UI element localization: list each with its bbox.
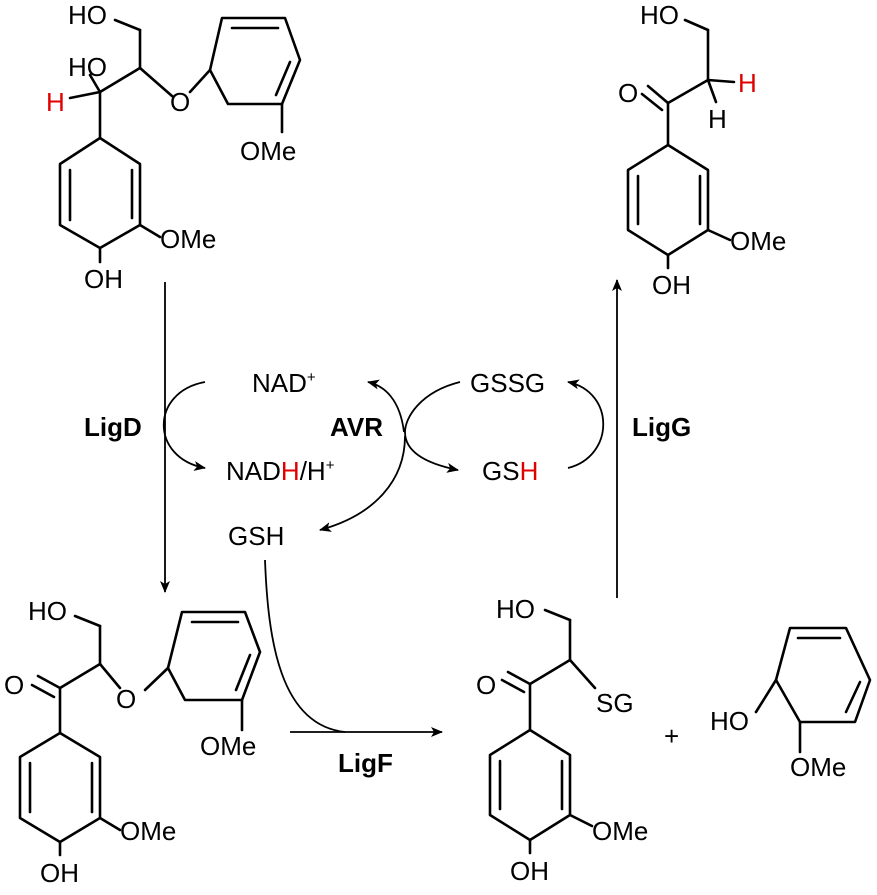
avr-nad-arrow — [367, 379, 405, 433]
substrate-hydroxymethyl-label: HO — [68, 0, 107, 30]
product-methoxy-label: OMe — [730, 226, 786, 256]
thioether-methoxy-label: OMe — [592, 816, 648, 846]
avr-gsh-arrow — [319, 435, 406, 532]
product-red-hydrogen-label: H — [738, 68, 757, 98]
thioether-phenol-label: OH — [510, 856, 549, 886]
ligg-cycle-arrow — [567, 379, 604, 469]
nadh-label: NADH/H+ — [226, 456, 335, 486]
thioether-glutathione-label: SG — [596, 688, 634, 718]
gsh-to-ligf-path — [264, 559, 346, 733]
product-bonds — [626, 18, 736, 270]
ligd-enzyme-label: LigD — [84, 412, 142, 442]
avr-enzyme-label: AVR — [330, 412, 383, 442]
guaiacol-molecule: HO OMe — [710, 626, 872, 782]
ligf-enzyme-label: LigF — [338, 748, 393, 778]
ketone-ring-methoxy-label: OMe — [200, 731, 256, 761]
thioether-intermediate-molecule: HO O SG OMe OH — [476, 594, 648, 886]
substrate-phenol-label: OH — [84, 264, 123, 294]
thioether-bonds — [488, 608, 597, 855]
substrate-benzylic-hydrogen-label: H — [46, 87, 65, 117]
ketone-carbonyl-oxygen-label: O — [4, 670, 24, 700]
gssg-label: GSSG — [470, 368, 545, 398]
cofactor-cycle-arrows — [162, 379, 604, 733]
substrate-molecule: HO HO H O OMe OMe OH — [46, 0, 302, 294]
product-carbonyl-oxygen-label: O — [618, 78, 638, 108]
ligg-enzyme-label: LigG — [632, 412, 691, 442]
thioether-carbonyl-oxygen-label: O — [476, 670, 496, 700]
substrate-ether-oxygen-label: O — [170, 87, 190, 117]
ketone-phenol-label: OH — [40, 858, 79, 888]
guaiacol-methoxy-label: OMe — [790, 752, 846, 782]
product-hydrogen-label: H — [708, 104, 727, 134]
nad-plus-label: NAD+ — [252, 368, 316, 398]
substrate-aryl-methoxy-label: OMe — [160, 224, 216, 254]
ketone-bonds — [18, 610, 262, 857]
plus-sign: + — [664, 721, 679, 751]
ketone-intermediate-molecule: HO O O OMe OMe OH — [4, 596, 262, 888]
thioether-hydroxymethyl-label: HO — [496, 594, 535, 624]
guaiacol-bonds — [754, 626, 872, 754]
guaiacol-hydroxyl-label: HO — [710, 706, 749, 736]
substrate-bonds — [58, 16, 302, 264]
product-phenol-label: OH — [652, 270, 691, 300]
gsh-cosubstrate-label: GSH — [228, 521, 284, 551]
gsh-product-label: GSH — [482, 456, 538, 486]
ligd-cycle-arrow — [162, 381, 206, 471]
product-molecule: HO O H H OMe OH — [618, 0, 786, 300]
ketone-aryl-methoxy-label: OMe — [120, 816, 176, 846]
product-hydroxymethyl-label: HO — [640, 0, 679, 30]
substrate-ring-methoxy-label: OMe — [240, 136, 296, 166]
ketone-ether-oxygen-label: O — [116, 684, 136, 714]
ketone-hydroxymethyl-label: HO — [28, 596, 67, 626]
avr-gssg-arrow — [404, 381, 461, 473]
reaction-arrows — [160, 279, 622, 737]
substrate-benzylic-hydroxyl-label: HO — [68, 52, 107, 82]
